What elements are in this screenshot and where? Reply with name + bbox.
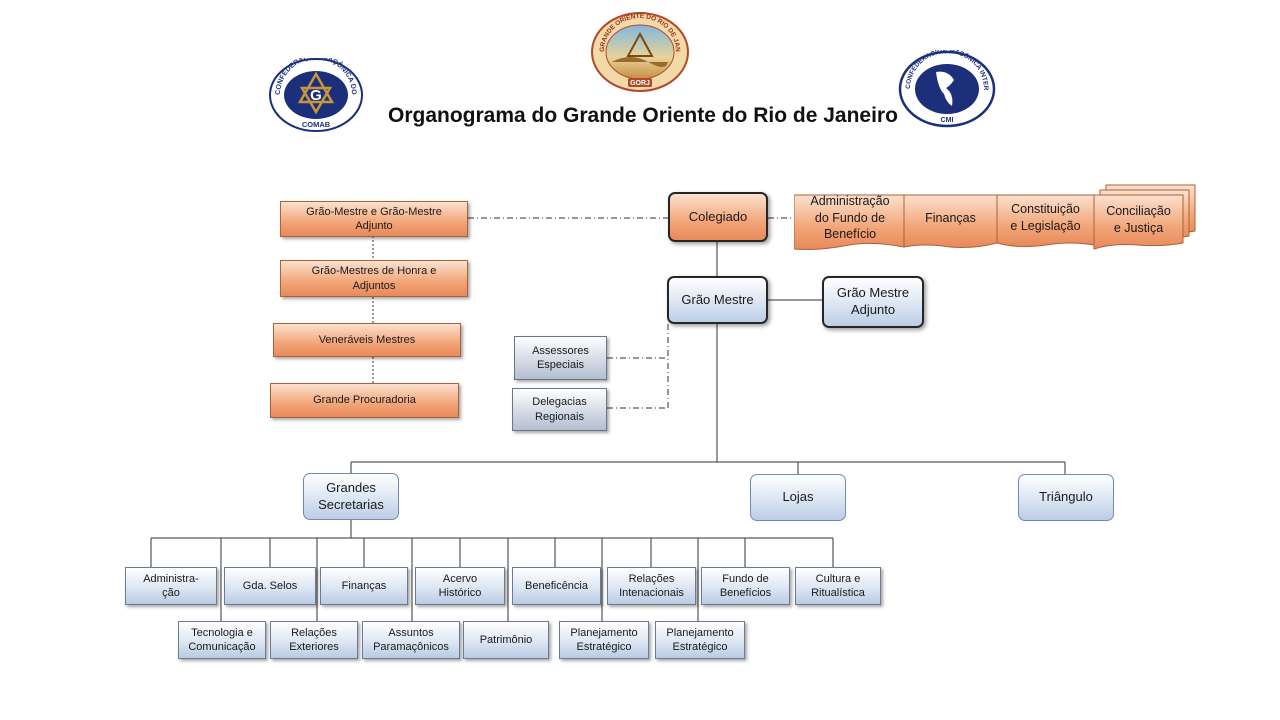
box-label: e Legislação (1010, 219, 1081, 233)
box-label: Estratégico (576, 641, 632, 653)
secretariat-top-8[interactable]: Cultura e Ritualística (795, 567, 881, 605)
box-lojas[interactable]: Lojas (750, 474, 846, 521)
box-label: Exteriores (289, 641, 339, 653)
box-label: Adjunto (850, 302, 896, 317)
box-label: ção (162, 587, 180, 599)
secretariat-top-1[interactable]: Administra- ção (125, 567, 217, 605)
box-grande-procuradoria[interactable]: Grande Procuradoria (270, 383, 459, 418)
box-label: Finanças (341, 579, 387, 592)
box-grao-mestre-e-adjunto[interactable]: Grão-Mestre e Grão-Mestre Adjunto (280, 201, 468, 237)
secretariat-bottom-2[interactable]: Relações Exteriores (270, 621, 358, 659)
box-label: Veneráveis Mestres (318, 333, 416, 346)
box-label: Secretarias (318, 496, 384, 512)
box-conselho-financas[interactable]: Finanças (904, 196, 997, 240)
secretariat-top-5[interactable]: Beneficência (512, 567, 601, 605)
secretariat-bottom-6[interactable]: Planejamento Estratégico (655, 621, 745, 659)
box-label: Finanças (925, 210, 976, 225)
cmi-logo: CONFEDERACIÓN MASÓNICA INTERAMERICANA CM… (898, 50, 996, 128)
secretariat-bottom-4[interactable]: Patrimônio (463, 621, 549, 659)
box-conselho-conciliacao[interactable]: Conciliação e Justiça (1094, 198, 1183, 242)
box-label: Intenacionais (619, 587, 684, 599)
box-label: Conciliação (1106, 204, 1171, 219)
box-label: Grande Procuradoria (313, 394, 416, 407)
secretariat-top-3[interactable]: Finanças (320, 567, 408, 605)
box-graos-mestres-de-honra[interactable]: Grão-Mestres de Honra e Adjuntos (280, 260, 468, 297)
box-label: Benefícios (719, 587, 772, 599)
box-label: Acervo (442, 572, 478, 585)
box-label: Paramaçônicos (373, 641, 449, 653)
box-label: do Fundo de (814, 210, 886, 225)
box-conselho-constituicao[interactable]: Constituição e Legislação (997, 196, 1094, 240)
box-label: Administra- (143, 572, 199, 585)
box-colegiado[interactable]: Colegiado (668, 192, 768, 242)
box-label: Colegiado (688, 208, 748, 224)
connector-secretariat-drops (150, 538, 834, 621)
box-label: Grão-Mestre e Grão-Mestre (306, 205, 442, 218)
box-label: Administração (810, 193, 890, 208)
secretariat-top-4[interactable]: Acervo Histórico (415, 567, 505, 605)
box-grao-mestre-adjunto[interactable]: Grão Mestre Adjunto (822, 276, 924, 328)
box-conselho-administracao-fundo[interactable]: Administração do Fundo de Benefício (800, 193, 900, 243)
box-label: Relações (291, 626, 337, 639)
box-grandes-secretarias[interactable]: Grandes Secretarias (303, 473, 399, 520)
box-label: Histórico (438, 587, 482, 599)
box-label: Grão Mestre (681, 291, 754, 307)
secretariat-bottom-5[interactable]: Planejamento Estratégico (559, 621, 649, 659)
secretariat-top-7[interactable]: Fundo de Benefícios (701, 567, 790, 605)
svg-text:G: G (310, 87, 322, 104)
svg-text:CMI: CMI (941, 117, 954, 124)
box-label: Adjuntos (352, 279, 396, 292)
secretariat-top-6[interactable]: Relações Intenacionais (607, 567, 696, 605)
box-label: Grandes (326, 479, 376, 495)
box-label: e Justiça (1113, 221, 1164, 235)
comab-logo: CONFEDERAÇÃO MAÇÔNICA DO BRASIL G COMAB (268, 58, 363, 132)
box-label: Lojas (782, 489, 814, 505)
box-label: Grão-Mestres de Honra e (311, 265, 437, 278)
secretariat-bottom-1[interactable]: Tecnologia e Comunicação (178, 621, 266, 659)
box-label: Assessores (532, 344, 589, 357)
page-title: Organograma do Grande Oriente do Rio de … (388, 104, 898, 127)
box-label: Estratégico (672, 641, 728, 653)
box-label: Benefício (823, 227, 877, 242)
councils-document-shapes (794, 184, 1196, 250)
box-delegacias-regionais[interactable]: Delegacias Regionais (512, 388, 607, 431)
box-label: Adjunto (355, 220, 393, 232)
box-label: Ritualística (811, 587, 865, 599)
box-label: Gda. Selos (242, 579, 298, 592)
box-grao-mestre[interactable]: Grão Mestre (667, 276, 768, 324)
box-label: Cultura e (815, 572, 861, 585)
box-label: Tecnologia e (191, 626, 253, 639)
box-triangulo[interactable]: Triângulo (1018, 474, 1114, 521)
box-label: Comunicação (188, 641, 256, 653)
gorj-logo: GRANDE ORIENTE DO RIO DE JANEIRO GORJ (590, 12, 689, 92)
secretariat-bottom-3[interactable]: Assuntos Paramaçônicos (362, 621, 460, 659)
box-label: Assuntos (388, 626, 434, 639)
box-label: Beneficência (525, 579, 588, 592)
svg-text:COMAB: COMAB (302, 120, 331, 129)
box-label: Especiais (536, 359, 585, 371)
svg-text:GORJ: GORJ (630, 80, 650, 87)
box-label: Triângulo (1039, 489, 1093, 505)
box-label: Constituição (1011, 202, 1080, 217)
box-label: Planejamento (666, 626, 734, 639)
box-label: Planejamento (570, 626, 638, 639)
box-label: Delegacias (532, 396, 587, 409)
secretariat-top-2[interactable]: Gda. Selos (224, 567, 316, 605)
box-label: Fundo de (722, 572, 769, 585)
box-assessores-especiais[interactable]: Assessores Especiais (514, 336, 607, 380)
box-label: Grão Mestre (836, 285, 910, 301)
box-label: Relações (628, 572, 675, 585)
box-label: Patrimônio (479, 633, 533, 646)
box-veneraveis-mestres[interactable]: Veneráveis Mestres (273, 323, 461, 357)
box-label: Regionais (535, 410, 584, 423)
